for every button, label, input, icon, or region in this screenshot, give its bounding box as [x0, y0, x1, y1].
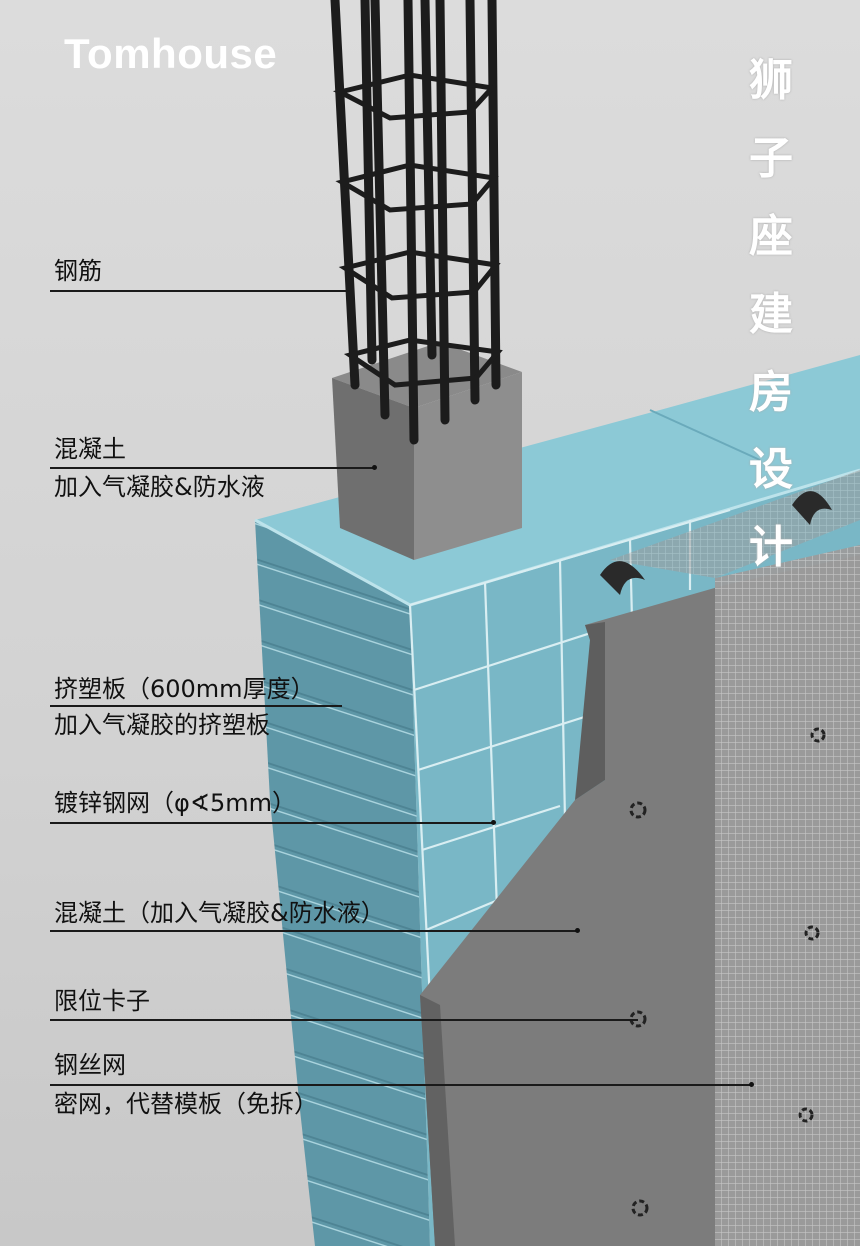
vertical-title: 狮 子 座 建 房 设 计 [742, 42, 800, 587]
leader-concrete [50, 467, 375, 469]
xps-side-face [255, 520, 430, 1246]
leader-concrete-full [50, 930, 578, 932]
limit-clip-markers [600, 491, 832, 1217]
wire-mesh-layer [715, 545, 860, 1246]
vertical-title-char: 房 [749, 366, 793, 418]
vertical-title-char: 计 [749, 522, 793, 574]
label-concrete-line2: 加入气凝胶&防水液 [54, 473, 265, 501]
wire-mesh-top-strip [610, 470, 860, 578]
brand-logo: Tomhouse [64, 30, 278, 77]
label-limit-clip: 限位卡子 [54, 987, 150, 1015]
rebar-cage [330, 0, 503, 445]
vertical-title-char: 子 [749, 132, 793, 184]
leader-wire-mesh [50, 1084, 752, 1086]
leader-wire-mesh-dot [749, 1082, 754, 1087]
leader-limit-clip [50, 1019, 638, 1021]
label-concrete-full: 混凝土（加入气凝胶&防水液） [54, 899, 385, 927]
vertical-title-char: 狮 [749, 55, 793, 106]
concrete-layer-edge [575, 622, 605, 800]
leader-concrete-dot [372, 465, 377, 470]
leader-xps [50, 705, 342, 707]
label-rebar: 钢筋 [54, 257, 102, 285]
xps-top-seam [649, 409, 761, 461]
label-wire-mesh-line2: 密网，代替模板（免拆） [54, 1090, 318, 1118]
vertical-title-char: 建 [749, 288, 793, 340]
galvanized-mesh-grid [408, 508, 731, 1001]
vertical-title-char: 座 [749, 210, 793, 262]
label-xps-line2: 加入气凝胶的挤塑板 [54, 711, 270, 739]
leader-galvanized-mesh [50, 822, 494, 824]
label-wire-mesh-line1: 钢丝网 [54, 1051, 126, 1079]
label-xps-line1: 挤塑板（600mm厚度） [54, 675, 315, 703]
leader-concrete-full-dot [575, 928, 580, 933]
concrete-layer-lower-edge [420, 995, 455, 1246]
label-galvanized-mesh: 镀锌钢网（φ∢5mm） [54, 789, 296, 817]
vertical-title-char: 设 [749, 444, 793, 496]
leader-galvanized-mesh-dot [491, 820, 496, 825]
label-concrete-line1: 混凝土 [54, 435, 126, 463]
leader-rebar [50, 290, 350, 292]
